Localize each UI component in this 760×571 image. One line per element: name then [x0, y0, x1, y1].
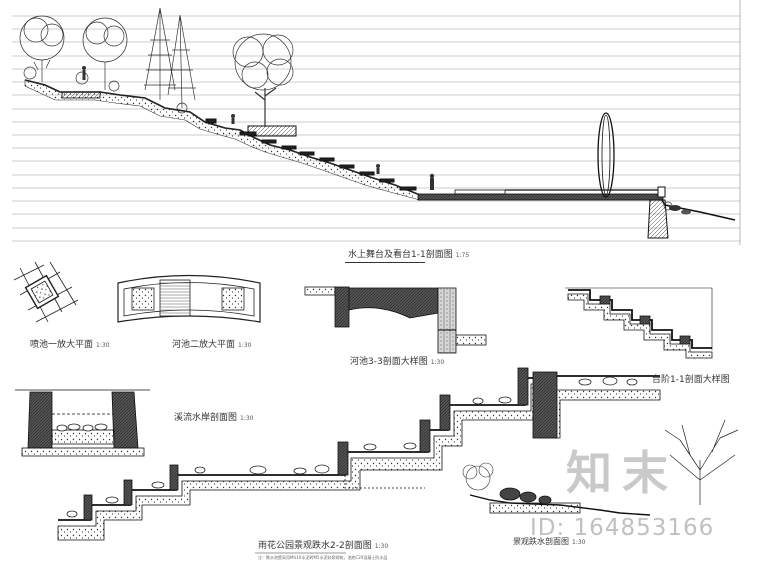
- detail-title-text: 台阶1-1剖面大样图: [652, 375, 730, 385]
- main-section-figures: [82, 66, 435, 190]
- main-section-gridlines: [12, 0, 741, 245]
- detail-scale-text: 1:30: [430, 359, 445, 366]
- detail-title-platform-section: 台阶1-1剖面大样图: [652, 375, 730, 386]
- main-section-trees: [19, 7, 673, 211]
- detail-scale-text: 1:30: [374, 543, 389, 550]
- detail-scale-text: 1:30: [238, 342, 252, 349]
- detail-bridge-plan: [117, 274, 261, 323]
- detail-scale-text: 1:30: [96, 342, 110, 349]
- cascade-note: 注：跌水池壁采用MU10水泥砖M5水泥砂浆砌筑，池底C20混凝土防水层: [258, 555, 388, 560]
- main-section-profile: [24, 79, 736, 239]
- detail-fountain-pool-plan: [13, 261, 79, 323]
- main-section-title-text: 水上舞台及看台1-1剖面图: [348, 250, 453, 260]
- detail-platform-section: [565, 287, 713, 359]
- detail-pool-section-33: [304, 286, 487, 354]
- main-section-scale: 1:75: [455, 252, 470, 259]
- detail-cascade-section: [57, 367, 661, 541]
- watermark-logo: 知末: [566, 446, 678, 500]
- main-section-title-underline: [345, 262, 425, 263]
- detail-title-text: 河池3-3剖面大样图: [350, 357, 428, 367]
- detail-landscape-stone-section: [462, 419, 739, 516]
- detail-title-text: 雨花公园景观跌水2-2剖面图: [258, 541, 372, 551]
- watermark-id: ID: 164853166: [530, 515, 715, 541]
- detail-scale-text: 1:30: [572, 539, 586, 546]
- detail-title-text: 溪流水岸剖面图: [174, 413, 238, 423]
- detail-title-text: 景观跌水剖面图: [513, 537, 569, 546]
- detail-scale-text: 1:30: [240, 415, 254, 422]
- detail-title-text: 河池二放大平面: [172, 340, 236, 350]
- detail-stream-section: [15, 389, 150, 457]
- detail-title-text: 喷池一放大平面: [30, 340, 94, 350]
